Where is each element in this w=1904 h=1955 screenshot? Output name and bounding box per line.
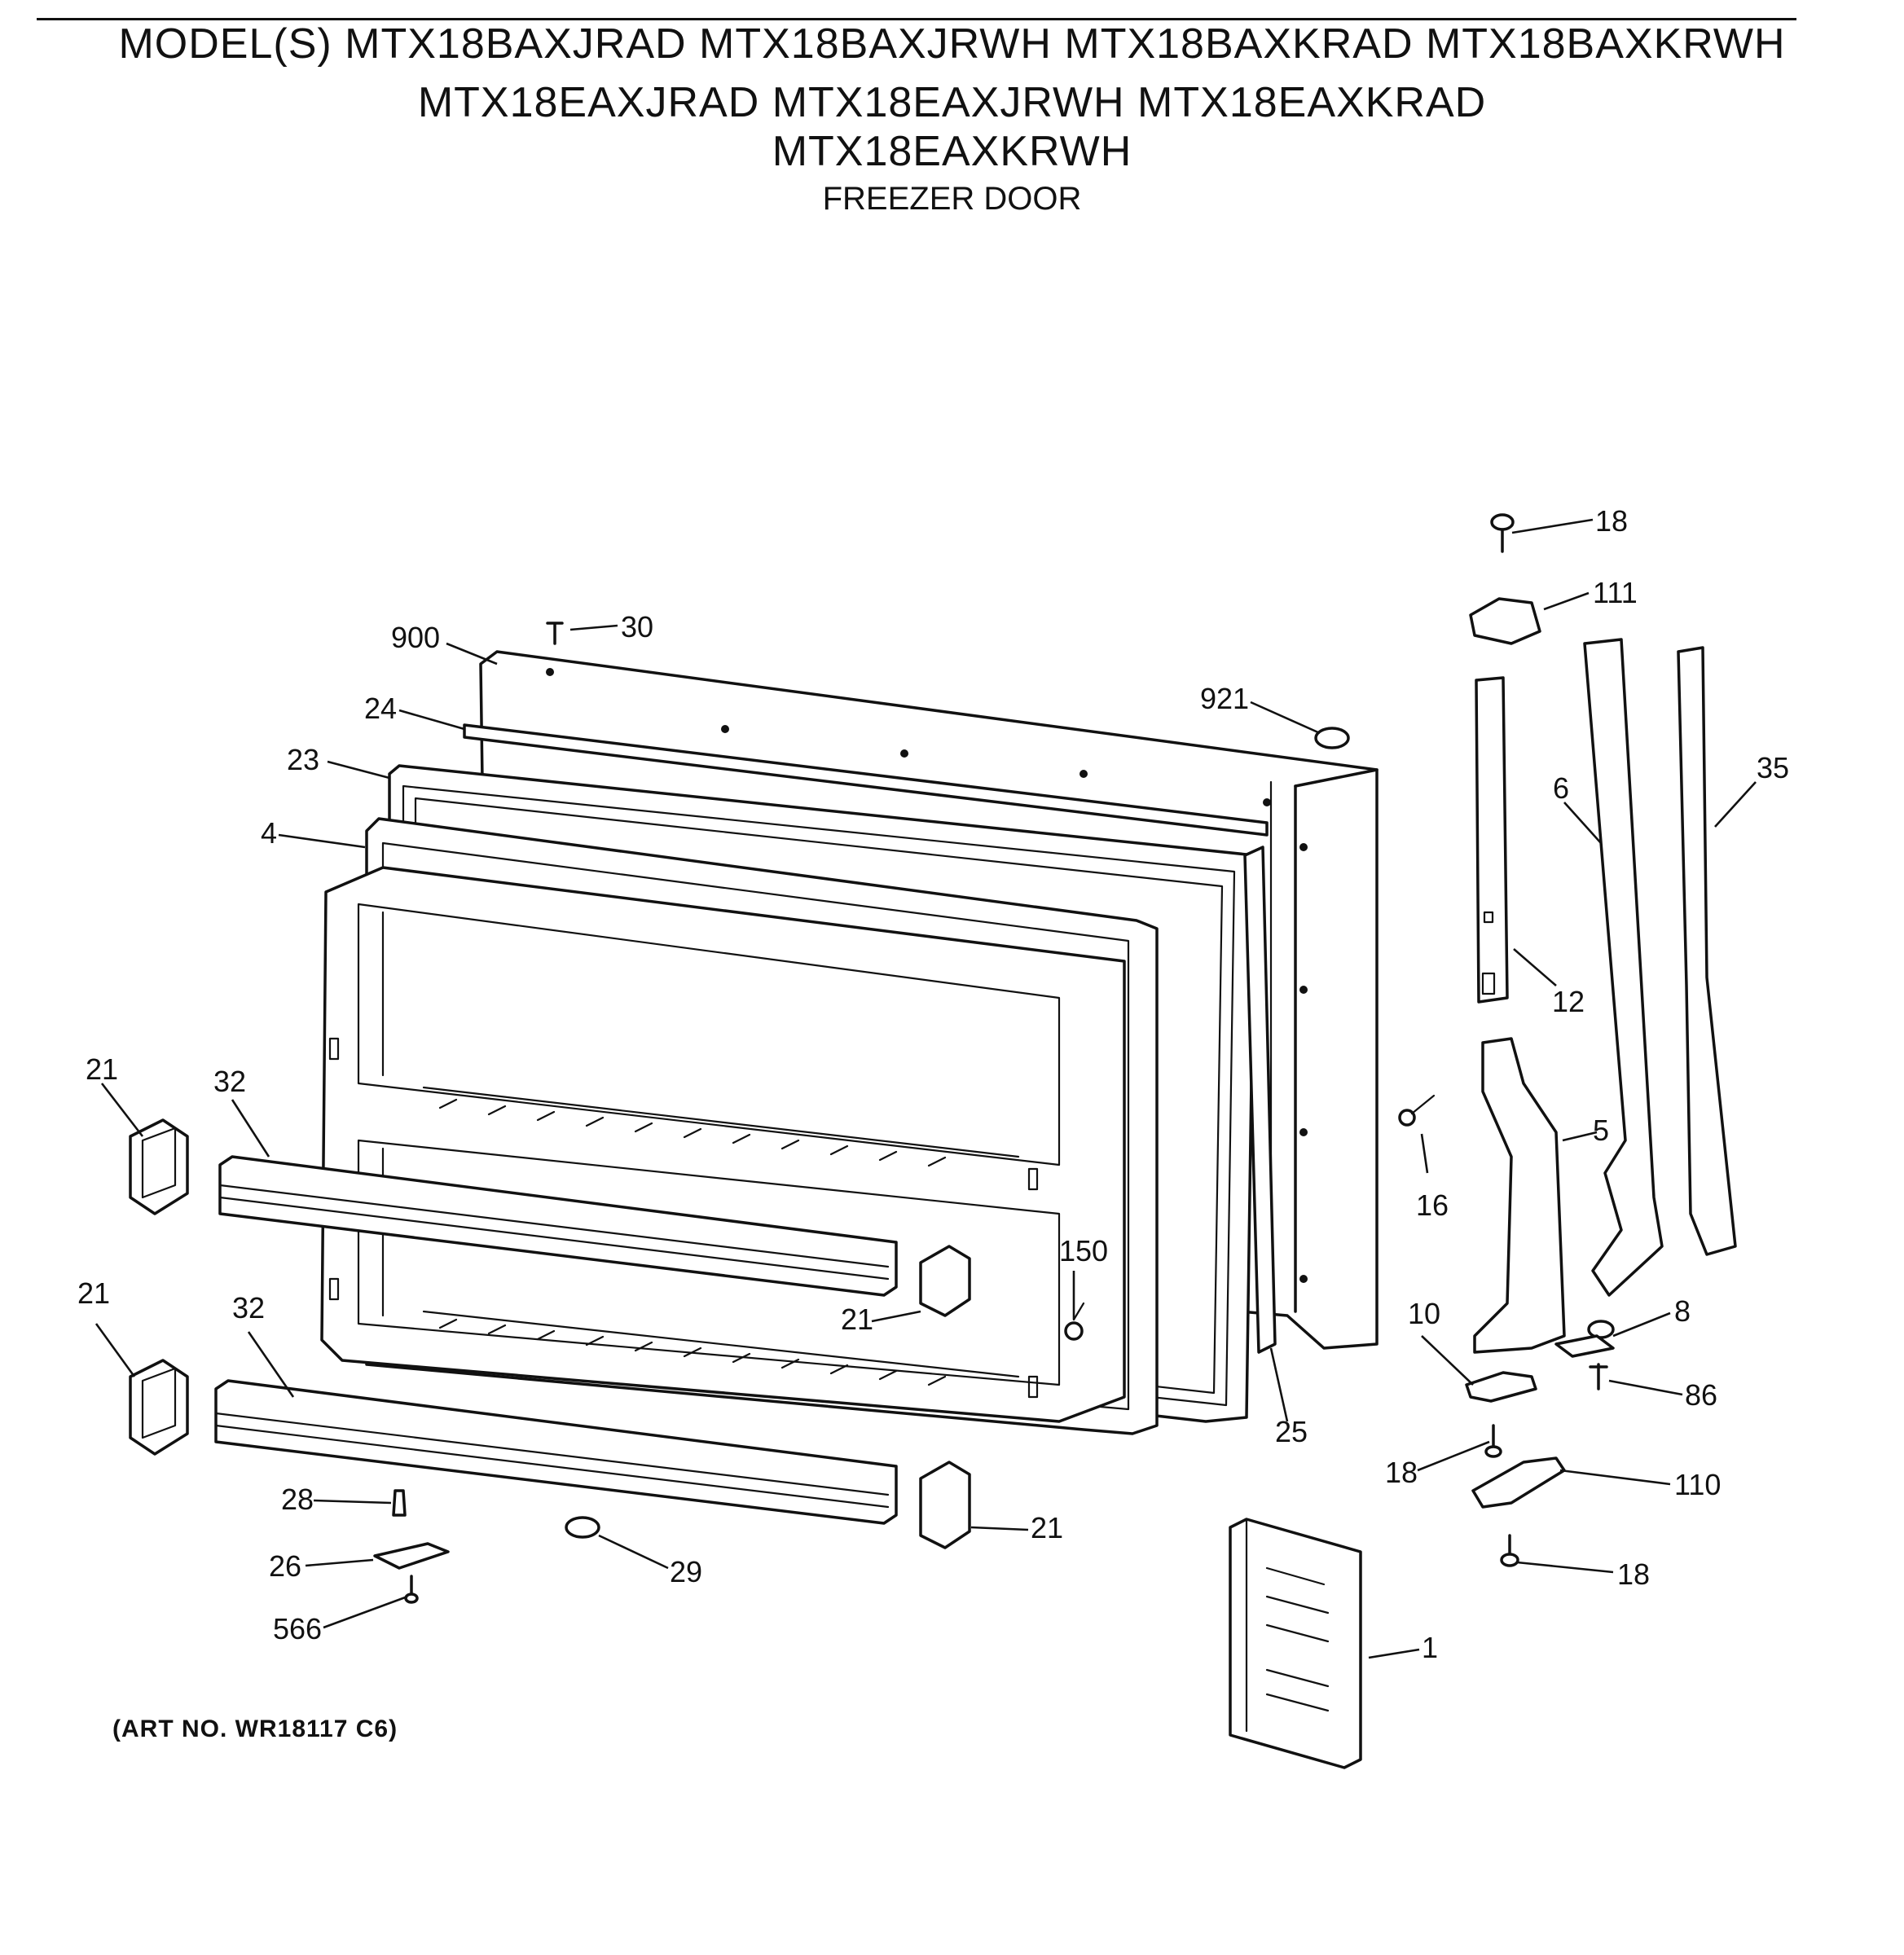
callout-21-upper-left: 21 [86, 1052, 118, 1086]
model-list-line-3: MTX18EAXKRWH [772, 128, 1132, 175]
top-trim-strip [463, 723, 1269, 837]
callout-111: 111 [1593, 576, 1638, 609]
callout-86: 86 [1685, 1378, 1717, 1412]
screw-566 [404, 1575, 419, 1604]
callout-29: 29 [670, 1555, 702, 1588]
diagram-subtitle: FREEZER DOOR [822, 181, 1082, 217]
screw-18-bottom [1500, 1534, 1519, 1567]
callout-18-bottom: 18 [1617, 1557, 1650, 1591]
hinge-support-bar [1475, 676, 1509, 1004]
callout-25: 25 [1275, 1415, 1308, 1448]
callout-10: 10 [1408, 1297, 1440, 1330]
handle-cover [1473, 1037, 1566, 1354]
callout-566: 566 [273, 1612, 322, 1645]
callout-21-lower-right: 21 [1031, 1511, 1063, 1544]
bracket-8 [1554, 1320, 1615, 1358]
callout-21-middle: 21 [841, 1303, 873, 1336]
screw-16 [1398, 1094, 1436, 1127]
art-number: (ART NO. WR18117 C6) [112, 1716, 398, 1742]
callout-8: 8 [1674, 1294, 1691, 1328]
hinge-cover-111 [1469, 597, 1541, 645]
shelf-end-cap-left-upper [129, 1118, 189, 1215]
shelf-rail-upper [218, 1155, 898, 1297]
fastener-150 [1064, 1302, 1085, 1341]
door-hinge-bar [1583, 638, 1664, 1297]
callout-1: 1 [1422, 1631, 1438, 1664]
shelf-rail-lower [214, 1379, 898, 1525]
callout-labels: 18 111 30 900 921 24 23 6 35 4 12 21 32 … [77, 504, 1789, 1664]
callout-21-lower-left: 21 [77, 1276, 110, 1310]
pin-28 [392, 1489, 407, 1517]
plate-26 [373, 1542, 450, 1570]
callout-32-lower: 32 [232, 1291, 265, 1325]
header-rule [37, 18, 1796, 20]
shelf-end-cap-right-lower [919, 1461, 971, 1549]
callout-16: 16 [1416, 1188, 1449, 1222]
callout-5: 5 [1593, 1114, 1609, 1147]
bottom-hinge-110 [1471, 1456, 1566, 1509]
hinge-pin-plate-10 [1465, 1371, 1537, 1403]
callout-24: 24 [364, 692, 397, 725]
callout-28: 28 [281, 1483, 314, 1516]
shelf-end-cap-left-lower [129, 1359, 189, 1456]
model-list-line-1: MODEL(S) MTX18BAXJRAD MTX18BAXJRWH MTX18… [118, 20, 1786, 68]
callout-35: 35 [1757, 751, 1789, 784]
callout-26: 26 [269, 1549, 301, 1583]
owners-manual [1229, 1518, 1362, 1769]
callout-921: 921 [1200, 682, 1249, 715]
screw-18-top [1490, 513, 1515, 553]
shelf-end-cap-right-upper [919, 1245, 971, 1317]
callout-32-upper: 32 [213, 1065, 246, 1098]
callout-18-middle: 18 [1385, 1456, 1418, 1489]
callout-12: 12 [1552, 985, 1585, 1018]
model-list-line-2: MTX18EAXJRAD MTX18EAXJRWH MTX18EAXKRAD [417, 79, 1487, 126]
plug-button [1314, 727, 1350, 749]
callout-150: 150 [1059, 1234, 1108, 1267]
callout-30: 30 [621, 610, 653, 644]
callout-6: 6 [1553, 771, 1569, 805]
screw-18-middle [1484, 1424, 1502, 1458]
callout-18-top: 18 [1595, 504, 1628, 538]
callout-900: 900 [391, 621, 440, 654]
screw-86 [1589, 1363, 1608, 1390]
leader-lines [95, 518, 1757, 1659]
inner-liner-compartment [320, 866, 1126, 1423]
callout-23: 23 [287, 743, 319, 776]
callout-4: 4 [261, 816, 277, 850]
screw-30 [546, 622, 564, 645]
callout-110: 110 [1674, 1468, 1721, 1501]
bumper-29 [565, 1516, 600, 1539]
side-trim-strip [1677, 646, 1737, 1256]
gasket-strip-side [1243, 846, 1277, 1354]
